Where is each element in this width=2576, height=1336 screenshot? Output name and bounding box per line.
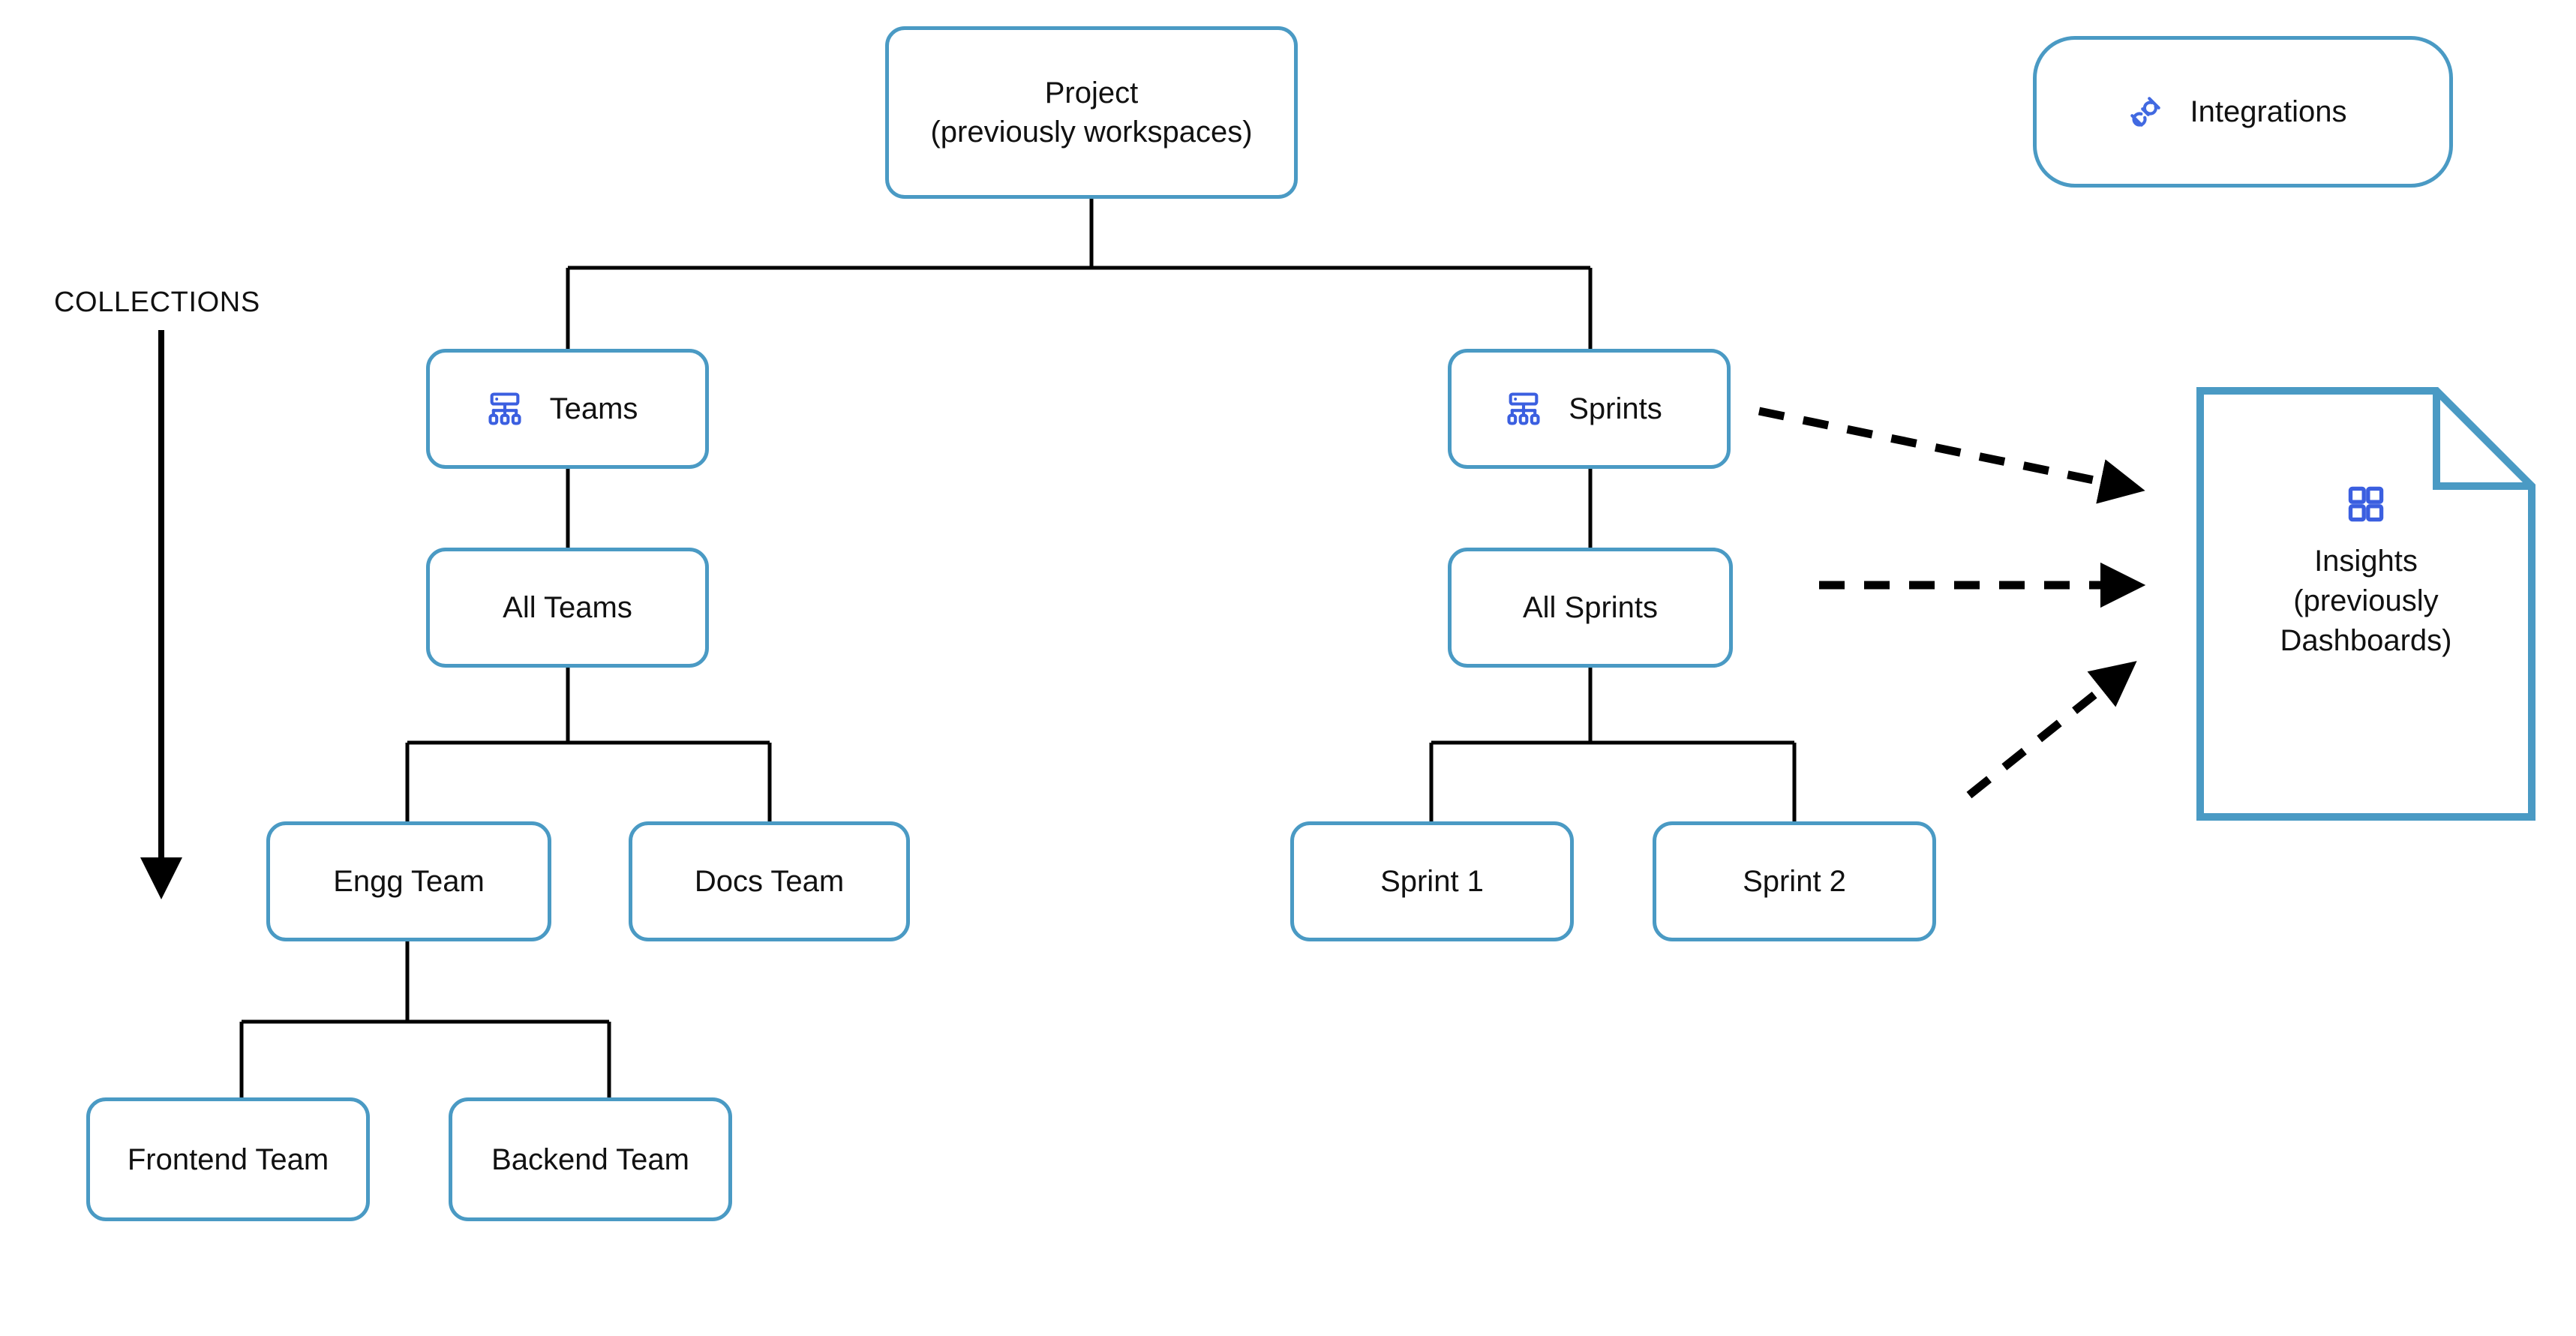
node-project[interactable]: Project (previously workspaces) xyxy=(885,26,1298,199)
org-chart-icon xyxy=(485,389,524,428)
node-sprints[interactable]: Sprints xyxy=(1448,349,1731,469)
org-chart-icon xyxy=(1504,389,1543,428)
node-all-teams-label: All Teams xyxy=(503,591,632,624)
node-sprint-2[interactable]: Sprint 2 xyxy=(1653,821,1936,941)
node-sprint-1-label: Sprint 1 xyxy=(1380,865,1484,898)
node-all-teams[interactable]: All Teams xyxy=(426,548,709,668)
collections-axis-label: COLLECTIONS xyxy=(54,287,260,318)
node-insights[interactable]: Insights (previously Dashboards) xyxy=(2196,387,2535,821)
node-sprint-2-label: Sprint 2 xyxy=(1743,865,1846,898)
node-sprint-1[interactable]: Sprint 1 xyxy=(1290,821,1574,941)
plug-icon xyxy=(2127,93,2164,131)
node-all-sprints-label: All Sprints xyxy=(1522,591,1659,624)
node-teams[interactable]: Teams xyxy=(426,349,709,469)
node-project-label: Project (previously workspaces) xyxy=(930,77,1253,149)
dashboard-grid-icon xyxy=(2345,483,2387,525)
node-frontend-team[interactable]: Frontend Team xyxy=(86,1097,370,1221)
edge-sprint2-insights-dashed xyxy=(1966,661,2137,799)
node-sprints-label: Sprints xyxy=(1569,392,1662,425)
node-docs-team[interactable]: Docs Team xyxy=(629,821,910,941)
node-all-sprints[interactable]: All Sprints xyxy=(1448,548,1733,668)
node-integrations-label: Integrations xyxy=(2190,95,2347,128)
document-shape xyxy=(2196,387,2535,821)
node-engg-team-label: Engg Team xyxy=(333,865,485,898)
node-insights-label: Insights (previously Dashboards) xyxy=(2280,545,2452,657)
node-teams-label: Teams xyxy=(549,392,638,425)
edge-sprints-insights-dashed xyxy=(1758,407,2145,504)
node-integrations[interactable]: Integrations xyxy=(2033,36,2453,188)
node-backend-team-label: Backend Team xyxy=(491,1142,689,1176)
node-backend-team[interactable]: Backend Team xyxy=(449,1097,732,1221)
node-engg-team[interactable]: Engg Team xyxy=(266,821,551,941)
node-frontend-team-label: Frontend Team xyxy=(127,1142,329,1176)
node-docs-team-label: Docs Team xyxy=(694,865,845,898)
